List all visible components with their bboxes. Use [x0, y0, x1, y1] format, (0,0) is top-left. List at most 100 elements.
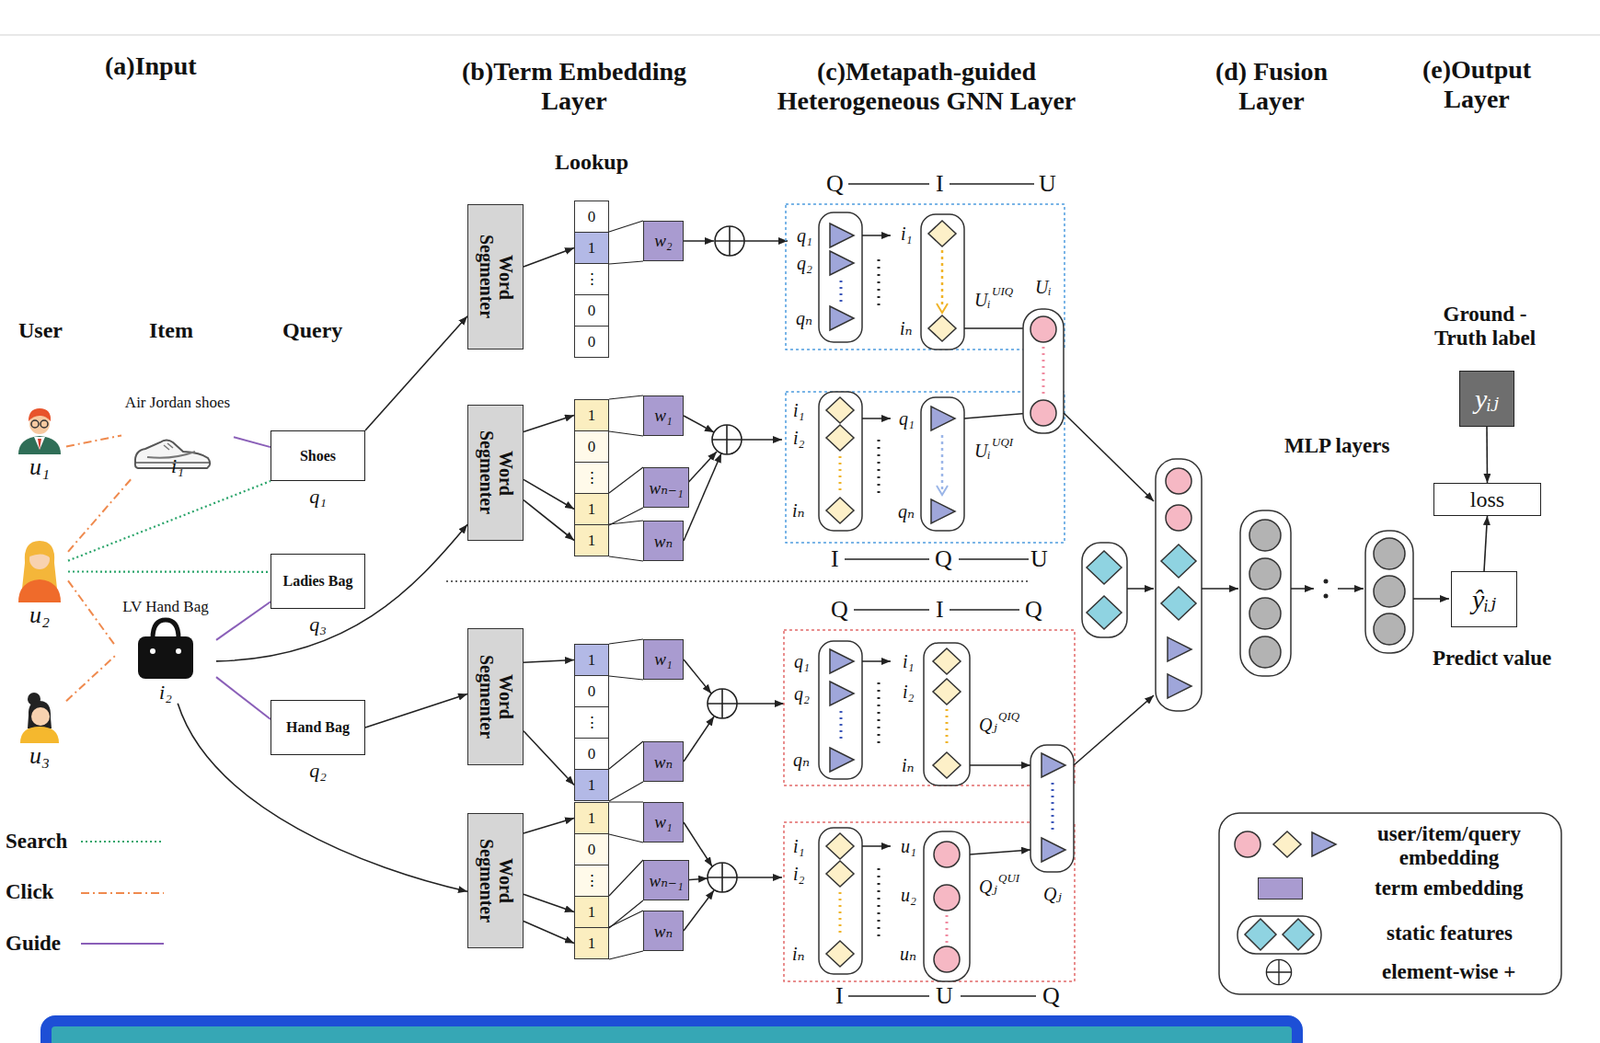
- dots: [840, 711, 843, 744]
- arrow: [1127, 587, 1154, 590]
- sum-symbol: [714, 226, 745, 256]
- one-hot-cell: 1: [574, 231, 610, 265]
- legend-sample: [1234, 831, 1261, 858]
- metapath-letter: U: [1030, 545, 1048, 574]
- term-embedding-box: wₙ₋₁: [643, 467, 690, 508]
- body: [18, 579, 61, 603]
- section-heading: (a)Input: [104, 51, 197, 81]
- legend-sample-search: [80, 840, 164, 843]
- item-node: LV Hand Bagi₂: [115, 598, 217, 704]
- glasses: [40, 420, 48, 428]
- column-heading: Lookup: [554, 149, 629, 176]
- link: [949, 183, 1035, 185]
- variable-label: iₙ: [792, 500, 806, 522]
- query-text: Hand Bag: [286, 719, 350, 737]
- bag-icon: [138, 620, 194, 680]
- one-hot-value: ⋮: [584, 271, 600, 288]
- projection-line: [609, 261, 644, 265]
- item-embedding: [826, 497, 854, 524]
- body: [20, 726, 59, 744]
- legend-text: static features: [1386, 921, 1513, 946]
- arrow-head: [936, 303, 948, 313]
- query-embedding: [931, 499, 956, 524]
- metapath-letter: U: [1038, 170, 1057, 198]
- item-embedding: [932, 679, 961, 705]
- projection-line: [609, 910, 644, 928]
- embedding-stack: [818, 212, 863, 343]
- aggregation-arrow: [941, 250, 944, 308]
- item-embedding: [928, 220, 956, 247]
- item-embedding: [932, 648, 961, 675]
- legend-text: Search: [5, 829, 68, 854]
- projection-lines: [609, 860, 644, 929]
- term-embedding-box: w₁: [643, 395, 684, 437]
- variable-label: q₁: [796, 225, 813, 247]
- legend-sample: [1244, 919, 1277, 951]
- item-embedding: [826, 861, 854, 887]
- metapath-letter: I: [935, 596, 944, 624]
- bag-dot: [149, 648, 156, 655]
- flow-arrow: [523, 500, 575, 542]
- term-embedding-box: w₁: [643, 802, 684, 843]
- arrow: [1063, 413, 1154, 502]
- arrow: [736, 876, 783, 879]
- user-embedding: [933, 946, 960, 973]
- bag-body: [138, 636, 194, 680]
- query-id: q₁: [309, 485, 327, 508]
- dots: [877, 259, 881, 310]
- legend-text: element-wise +: [1381, 960, 1516, 985]
- arrow: [1337, 587, 1364, 590]
- flow-arrow: [1484, 516, 1488, 572]
- embedding-stack: [1023, 309, 1064, 434]
- arrow: [744, 240, 788, 242]
- projection-lines: [609, 802, 644, 843]
- embedding-stack: [923, 643, 970, 786]
- icon-space: [12, 691, 67, 744]
- one-hot-value: 1: [587, 904, 597, 921]
- metapath-superscript: QIQ: [998, 710, 1020, 725]
- item-embedding: [826, 941, 854, 967]
- link: [848, 183, 930, 185]
- shirt: [34, 437, 46, 450]
- arrow: [862, 417, 891, 420]
- aggregation-arrow: [941, 435, 944, 490]
- dots: [877, 682, 881, 748]
- dots: [945, 709, 949, 749]
- variable-label: uₙ: [899, 943, 917, 966]
- projection-lines: [609, 639, 644, 680]
- section-heading: (d) Fusion Layer: [1197, 57, 1346, 116]
- one-hot-value: 1: [587, 810, 597, 827]
- gnn-box-1: [818, 212, 1024, 350]
- link: [958, 558, 1029, 561]
- variable-label: qₙ: [793, 749, 810, 772]
- embedding-stack: [923, 831, 970, 982]
- arrow: [1290, 587, 1314, 590]
- laces: [163, 443, 173, 450]
- query-id: q₂: [309, 759, 327, 783]
- one-hot-cell: 0: [574, 675, 610, 708]
- one-hot-value: 0: [587, 333, 597, 350]
- query-embedding: [829, 649, 854, 674]
- link: [960, 995, 1036, 998]
- variable-label: i₂: [902, 681, 915, 703]
- term-symbol: wₙ₋₁: [648, 870, 683, 892]
- fusion-layer: [1082, 459, 1450, 712]
- guide-link: [216, 677, 271, 720]
- gnn-box-3: [818, 641, 1031, 786]
- term-symbol: wₙ: [654, 920, 673, 943]
- dots: [877, 868, 881, 939]
- legend-swatch: [1257, 877, 1303, 900]
- arrow-head: [936, 485, 948, 495]
- arrow: [683, 240, 714, 242]
- flow-arrow: [523, 921, 575, 944]
- variable-label: i₂: [793, 427, 806, 449]
- variable-label: u₁: [900, 836, 917, 858]
- projection-line: [609, 860, 644, 897]
- variable-label: Uᵢ: [1035, 276, 1052, 299]
- projection-lines: [609, 741, 644, 802]
- gnn-box-4: [818, 828, 1031, 982]
- query-embedding: [1041, 838, 1066, 863]
- word-segmenter: Word Segmenter: [467, 404, 524, 542]
- user-embedding: [933, 885, 960, 911]
